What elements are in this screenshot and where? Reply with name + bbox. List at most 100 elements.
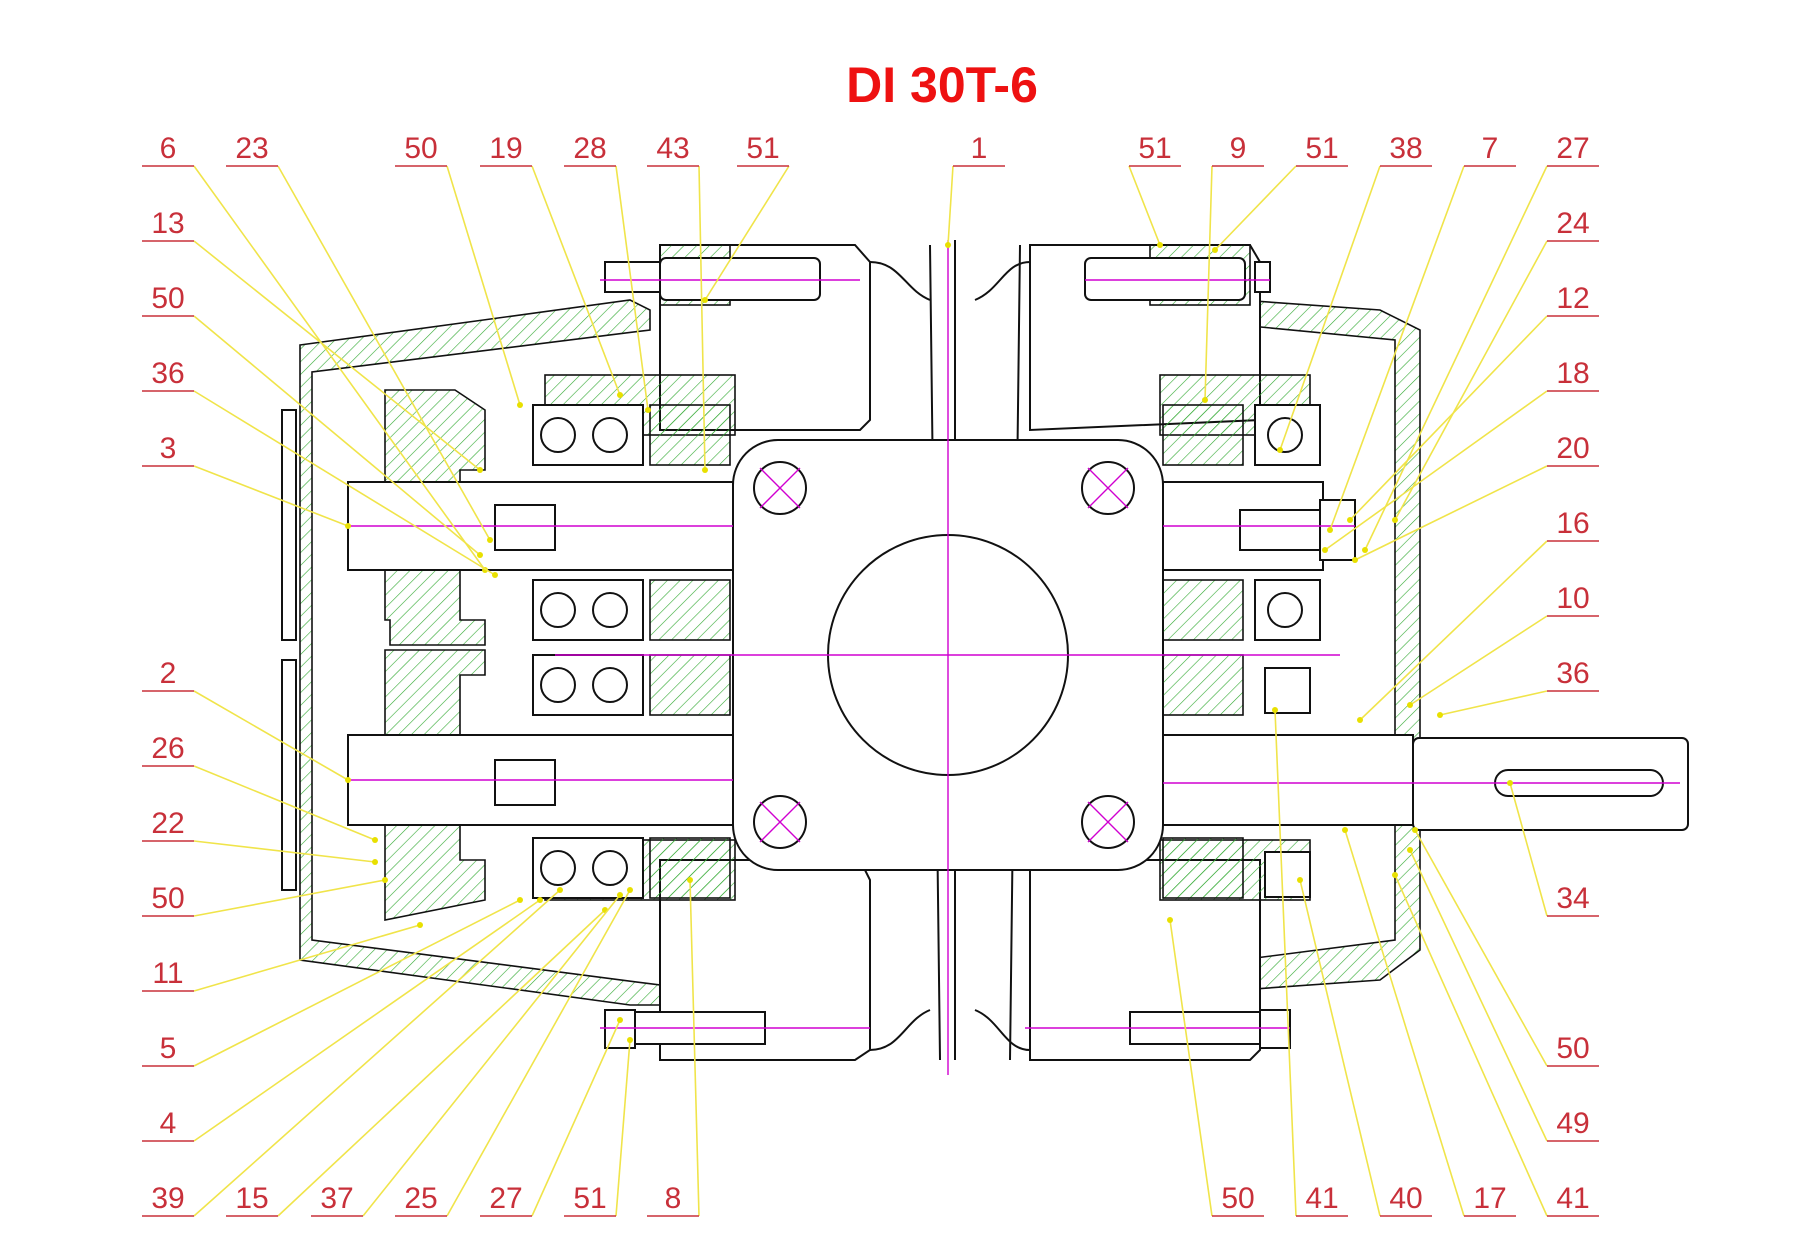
part-callout: 51 bbox=[1128, 132, 1181, 248]
leader-line bbox=[1324, 390, 1548, 551]
part-callout: 50 bbox=[1167, 917, 1264, 1217]
part-callout: 27 bbox=[480, 1017, 623, 1217]
leader-line bbox=[1354, 465, 1548, 561]
leader-line bbox=[947, 165, 954, 246]
part-callout: 49 bbox=[1407, 847, 1599, 1142]
leader-line bbox=[1509, 782, 1548, 917]
leader-dot bbox=[1412, 827, 1418, 833]
part-callout: 50 bbox=[142, 877, 388, 917]
part-callout: 7 bbox=[1327, 132, 1516, 533]
part-number-label: 50 bbox=[404, 132, 437, 165]
part-callout: 11 bbox=[142, 922, 423, 992]
leader-line bbox=[193, 465, 349, 527]
leader-dot bbox=[1392, 517, 1398, 523]
part-callout: 16 bbox=[1357, 507, 1599, 723]
leader-dot bbox=[487, 537, 493, 543]
part-callout: 10 bbox=[1407, 582, 1599, 708]
part-number-label: 41 bbox=[1305, 1182, 1338, 1215]
part-number-label: 37 bbox=[320, 1182, 353, 1215]
part-callout: 50 bbox=[142, 282, 483, 558]
leader-dot bbox=[1352, 557, 1358, 563]
part-callout: 9 bbox=[1202, 132, 1264, 403]
part-callout: 25 bbox=[395, 887, 633, 1217]
part-number-label: 50 bbox=[1221, 1182, 1254, 1215]
leader-dot bbox=[617, 1017, 623, 1023]
part-number-label: 6 bbox=[160, 132, 177, 165]
part-number-label: 27 bbox=[489, 1182, 522, 1215]
leader-dot bbox=[372, 859, 378, 865]
leader-dot bbox=[372, 837, 378, 843]
leader-line bbox=[1128, 165, 1161, 246]
leader-line bbox=[1409, 849, 1548, 1142]
leader-dot bbox=[1277, 447, 1283, 453]
leader-dot bbox=[382, 877, 388, 883]
centerlines bbox=[348, 240, 1680, 1075]
leader-line bbox=[277, 165, 491, 541]
part-number-label: 17 bbox=[1473, 1182, 1506, 1215]
part-number-label: 1 bbox=[971, 132, 988, 165]
part-callout: 4 bbox=[142, 897, 543, 1142]
leader-line bbox=[193, 899, 541, 1142]
leader-line bbox=[193, 889, 561, 1217]
leader-line bbox=[193, 879, 386, 917]
part-callout: 6 bbox=[142, 132, 488, 573]
leader-line bbox=[362, 894, 621, 1217]
part-number-label: 5 bbox=[160, 1032, 177, 1065]
leader-dot bbox=[477, 467, 483, 473]
part-number-label: 22 bbox=[151, 807, 184, 840]
part-number-label: 8 bbox=[665, 1182, 682, 1215]
part-callout: 20 bbox=[1352, 432, 1599, 563]
part-callout: 23 bbox=[226, 132, 493, 543]
leader-line bbox=[1214, 165, 1297, 251]
part-callout: 15 bbox=[226, 907, 608, 1217]
leader-dot bbox=[1407, 847, 1413, 853]
part-callout: 1 bbox=[945, 132, 1005, 248]
part-callout: 50 bbox=[1412, 827, 1599, 1067]
leader-dot bbox=[1362, 547, 1368, 553]
part-callout: 2 bbox=[142, 657, 351, 783]
part-number-label: 9 bbox=[1230, 132, 1247, 165]
part-callout: 51 bbox=[564, 1037, 633, 1217]
leader-line bbox=[1299, 879, 1381, 1217]
leader-line bbox=[446, 889, 631, 1217]
part-callout: 27 bbox=[1362, 132, 1599, 553]
leader-line bbox=[615, 1039, 631, 1217]
part-number-label: 20 bbox=[1556, 432, 1589, 465]
part-number-label: 51 bbox=[1305, 132, 1338, 165]
part-number-label: 13 bbox=[151, 207, 184, 240]
leader-line bbox=[615, 165, 649, 411]
leader-dot bbox=[477, 552, 483, 558]
leader-line bbox=[1414, 829, 1548, 1067]
part-number-label: 34 bbox=[1556, 882, 1589, 915]
leader-line bbox=[446, 165, 521, 406]
part-callout: 41 bbox=[1272, 707, 1348, 1217]
part-callout: 39 bbox=[142, 887, 563, 1217]
leader-dot bbox=[1167, 917, 1173, 923]
part-number-label: 3 bbox=[160, 432, 177, 465]
leader-dot bbox=[702, 297, 708, 303]
leader-dot bbox=[1272, 707, 1278, 713]
part-number-label: 28 bbox=[573, 132, 606, 165]
part-number-label: 40 bbox=[1389, 1182, 1422, 1215]
part-callout: 17 bbox=[1342, 827, 1516, 1217]
leader-line bbox=[1329, 165, 1465, 531]
leader-line bbox=[193, 390, 496, 576]
part-number-label: 18 bbox=[1556, 357, 1589, 390]
part-callout: 50 bbox=[395, 132, 523, 408]
leader-dot bbox=[1357, 717, 1363, 723]
leader-dot bbox=[945, 242, 951, 248]
leader-dot bbox=[517, 897, 523, 903]
part-callout: 12 bbox=[1347, 282, 1599, 523]
leader-dot bbox=[617, 892, 623, 898]
part-callout: 19 bbox=[480, 132, 623, 398]
leader-line bbox=[193, 899, 521, 1067]
leader-line bbox=[193, 240, 481, 471]
part-number-label: 50 bbox=[1556, 1032, 1589, 1065]
part-callout: 24 bbox=[1392, 207, 1599, 523]
leader-dot bbox=[417, 922, 423, 928]
leader-line bbox=[277, 909, 606, 1217]
part-number-label: 4 bbox=[160, 1107, 177, 1140]
part-number-label: 43 bbox=[656, 132, 689, 165]
leader-line bbox=[698, 165, 706, 471]
